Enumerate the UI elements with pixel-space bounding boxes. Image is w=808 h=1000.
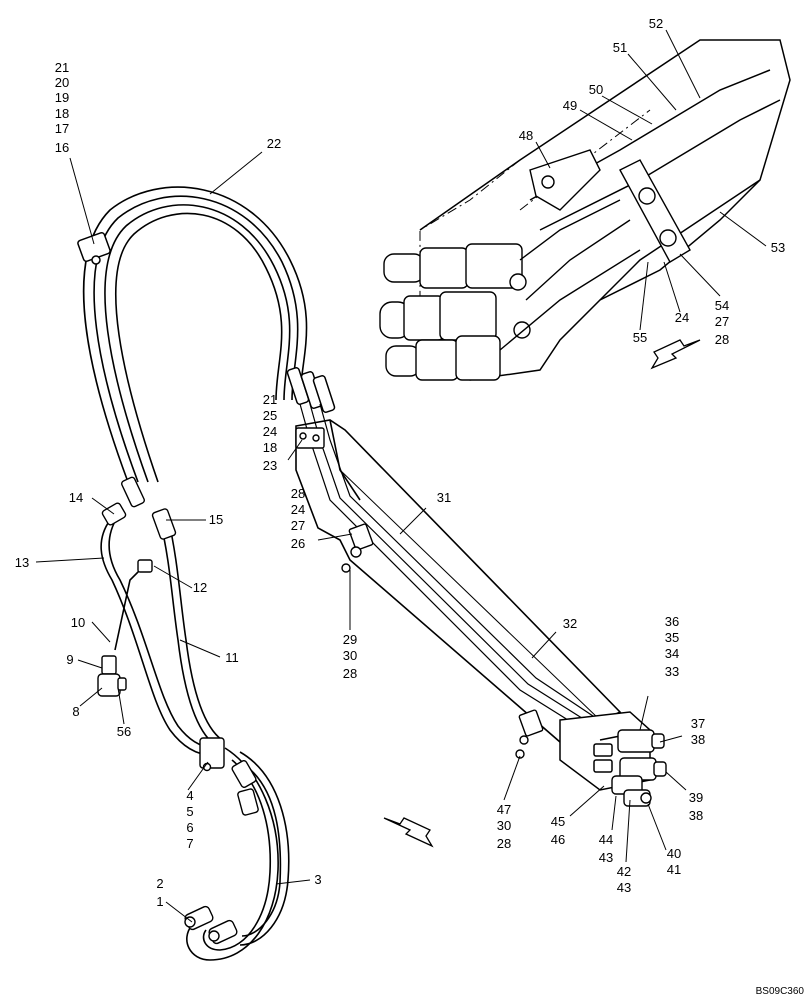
callout: 18 xyxy=(55,106,69,121)
callout: 4 xyxy=(186,788,193,803)
callout: 42 xyxy=(617,864,631,879)
callout: 26 xyxy=(291,536,305,551)
callout: 19 xyxy=(55,90,69,105)
figure-code: BS09C360 xyxy=(756,986,805,997)
callout: 24 xyxy=(263,424,277,439)
callout: 14 xyxy=(69,490,83,505)
callout: 52 xyxy=(649,16,663,31)
coupler-8-9 xyxy=(97,655,127,697)
boom-arm-31 xyxy=(295,419,622,743)
callout: 45 xyxy=(551,814,565,829)
callout: 43 xyxy=(599,850,613,865)
callout: 43 xyxy=(617,880,631,895)
callout: 11 xyxy=(225,650,239,665)
inset-bracket-48 xyxy=(529,149,601,211)
callout: 12 xyxy=(193,580,207,595)
callout: 27 xyxy=(291,518,305,533)
hose-end-fittings-1-2 xyxy=(184,760,259,945)
callout: 20 xyxy=(55,75,69,90)
direction-arrow-lower xyxy=(383,817,434,848)
callout: 39 xyxy=(689,790,703,805)
callout: 53 xyxy=(771,240,785,255)
callout: 22 xyxy=(267,136,281,151)
callout: 38 xyxy=(691,732,705,747)
callout: 30 xyxy=(497,818,511,833)
boom-clamp-47 xyxy=(515,709,544,759)
tube-fittings-12-14-15 xyxy=(101,476,177,573)
callout: 25 xyxy=(263,408,277,423)
callout: 9 xyxy=(66,652,73,667)
inset-couplers xyxy=(379,243,531,381)
callout: 40 xyxy=(667,846,681,861)
callout: 29 xyxy=(343,632,357,647)
callout: 24 xyxy=(291,502,305,517)
callout: 55 xyxy=(633,330,647,345)
callout: 28 xyxy=(343,666,357,681)
boom-clamp-23 xyxy=(295,427,325,449)
callout: 48 xyxy=(519,128,533,143)
direction-arrow-upper xyxy=(650,339,701,370)
callout: 3 xyxy=(314,872,321,887)
callout: 18 xyxy=(263,440,277,455)
callout: 32 xyxy=(563,616,577,631)
callout: 38 xyxy=(689,808,703,823)
callout: 28 xyxy=(497,836,511,851)
callout: 41 xyxy=(667,862,681,877)
inset-bracket-54-55 xyxy=(619,159,691,263)
tube-clamp-4 xyxy=(199,737,225,772)
callout: 24 xyxy=(675,310,689,325)
callout: 5 xyxy=(186,804,193,819)
callout: 30 xyxy=(343,648,357,663)
callout: 15 xyxy=(209,512,223,527)
callout: 7 xyxy=(186,836,193,851)
callout: 47 xyxy=(497,802,511,817)
callout: 16 xyxy=(55,140,69,155)
boom-clamp-26-29 xyxy=(341,523,374,573)
callout: 33 xyxy=(665,664,679,679)
hose-end-fittings-top xyxy=(286,367,336,413)
callout: 56 xyxy=(117,724,131,739)
callout: 6 xyxy=(186,820,193,835)
callout: 21 xyxy=(55,60,69,75)
hose-3 xyxy=(186,747,290,961)
callout: 31 xyxy=(437,490,451,505)
callout: 27 xyxy=(715,314,729,329)
callout: 10 xyxy=(71,615,85,630)
callout: 34 xyxy=(665,646,679,661)
callout: 23 xyxy=(263,458,277,473)
tube-assembly-11-13 xyxy=(100,515,223,756)
callout: 1 xyxy=(156,894,163,909)
callout: 21 xyxy=(263,392,277,407)
inset-tubes xyxy=(499,199,641,351)
callout: 44 xyxy=(599,832,613,847)
leader-lines xyxy=(35,29,767,923)
callout: 8 xyxy=(72,704,79,719)
callout: 50 xyxy=(589,82,603,97)
quick-couplers-37-43 xyxy=(611,729,667,807)
callout: 35 xyxy=(665,630,679,645)
callout: 28 xyxy=(291,486,305,501)
callout: 51 xyxy=(613,40,627,55)
callout: 28 xyxy=(715,332,729,347)
callout: 37 xyxy=(691,716,705,731)
callout-labels: 21 20 19 18 17 16 22 14 15 13 12 10 11 9… xyxy=(15,16,805,997)
callout: 17 xyxy=(55,121,69,136)
callout: 2 xyxy=(156,876,163,891)
callout: 54 xyxy=(715,298,729,313)
callout: 49 xyxy=(563,98,577,113)
hose-loop-22 xyxy=(82,186,308,483)
callout: 46 xyxy=(551,832,565,847)
hose-clamp-16 xyxy=(77,231,111,265)
callout: 13 xyxy=(15,555,29,570)
callout: 36 xyxy=(665,614,679,629)
